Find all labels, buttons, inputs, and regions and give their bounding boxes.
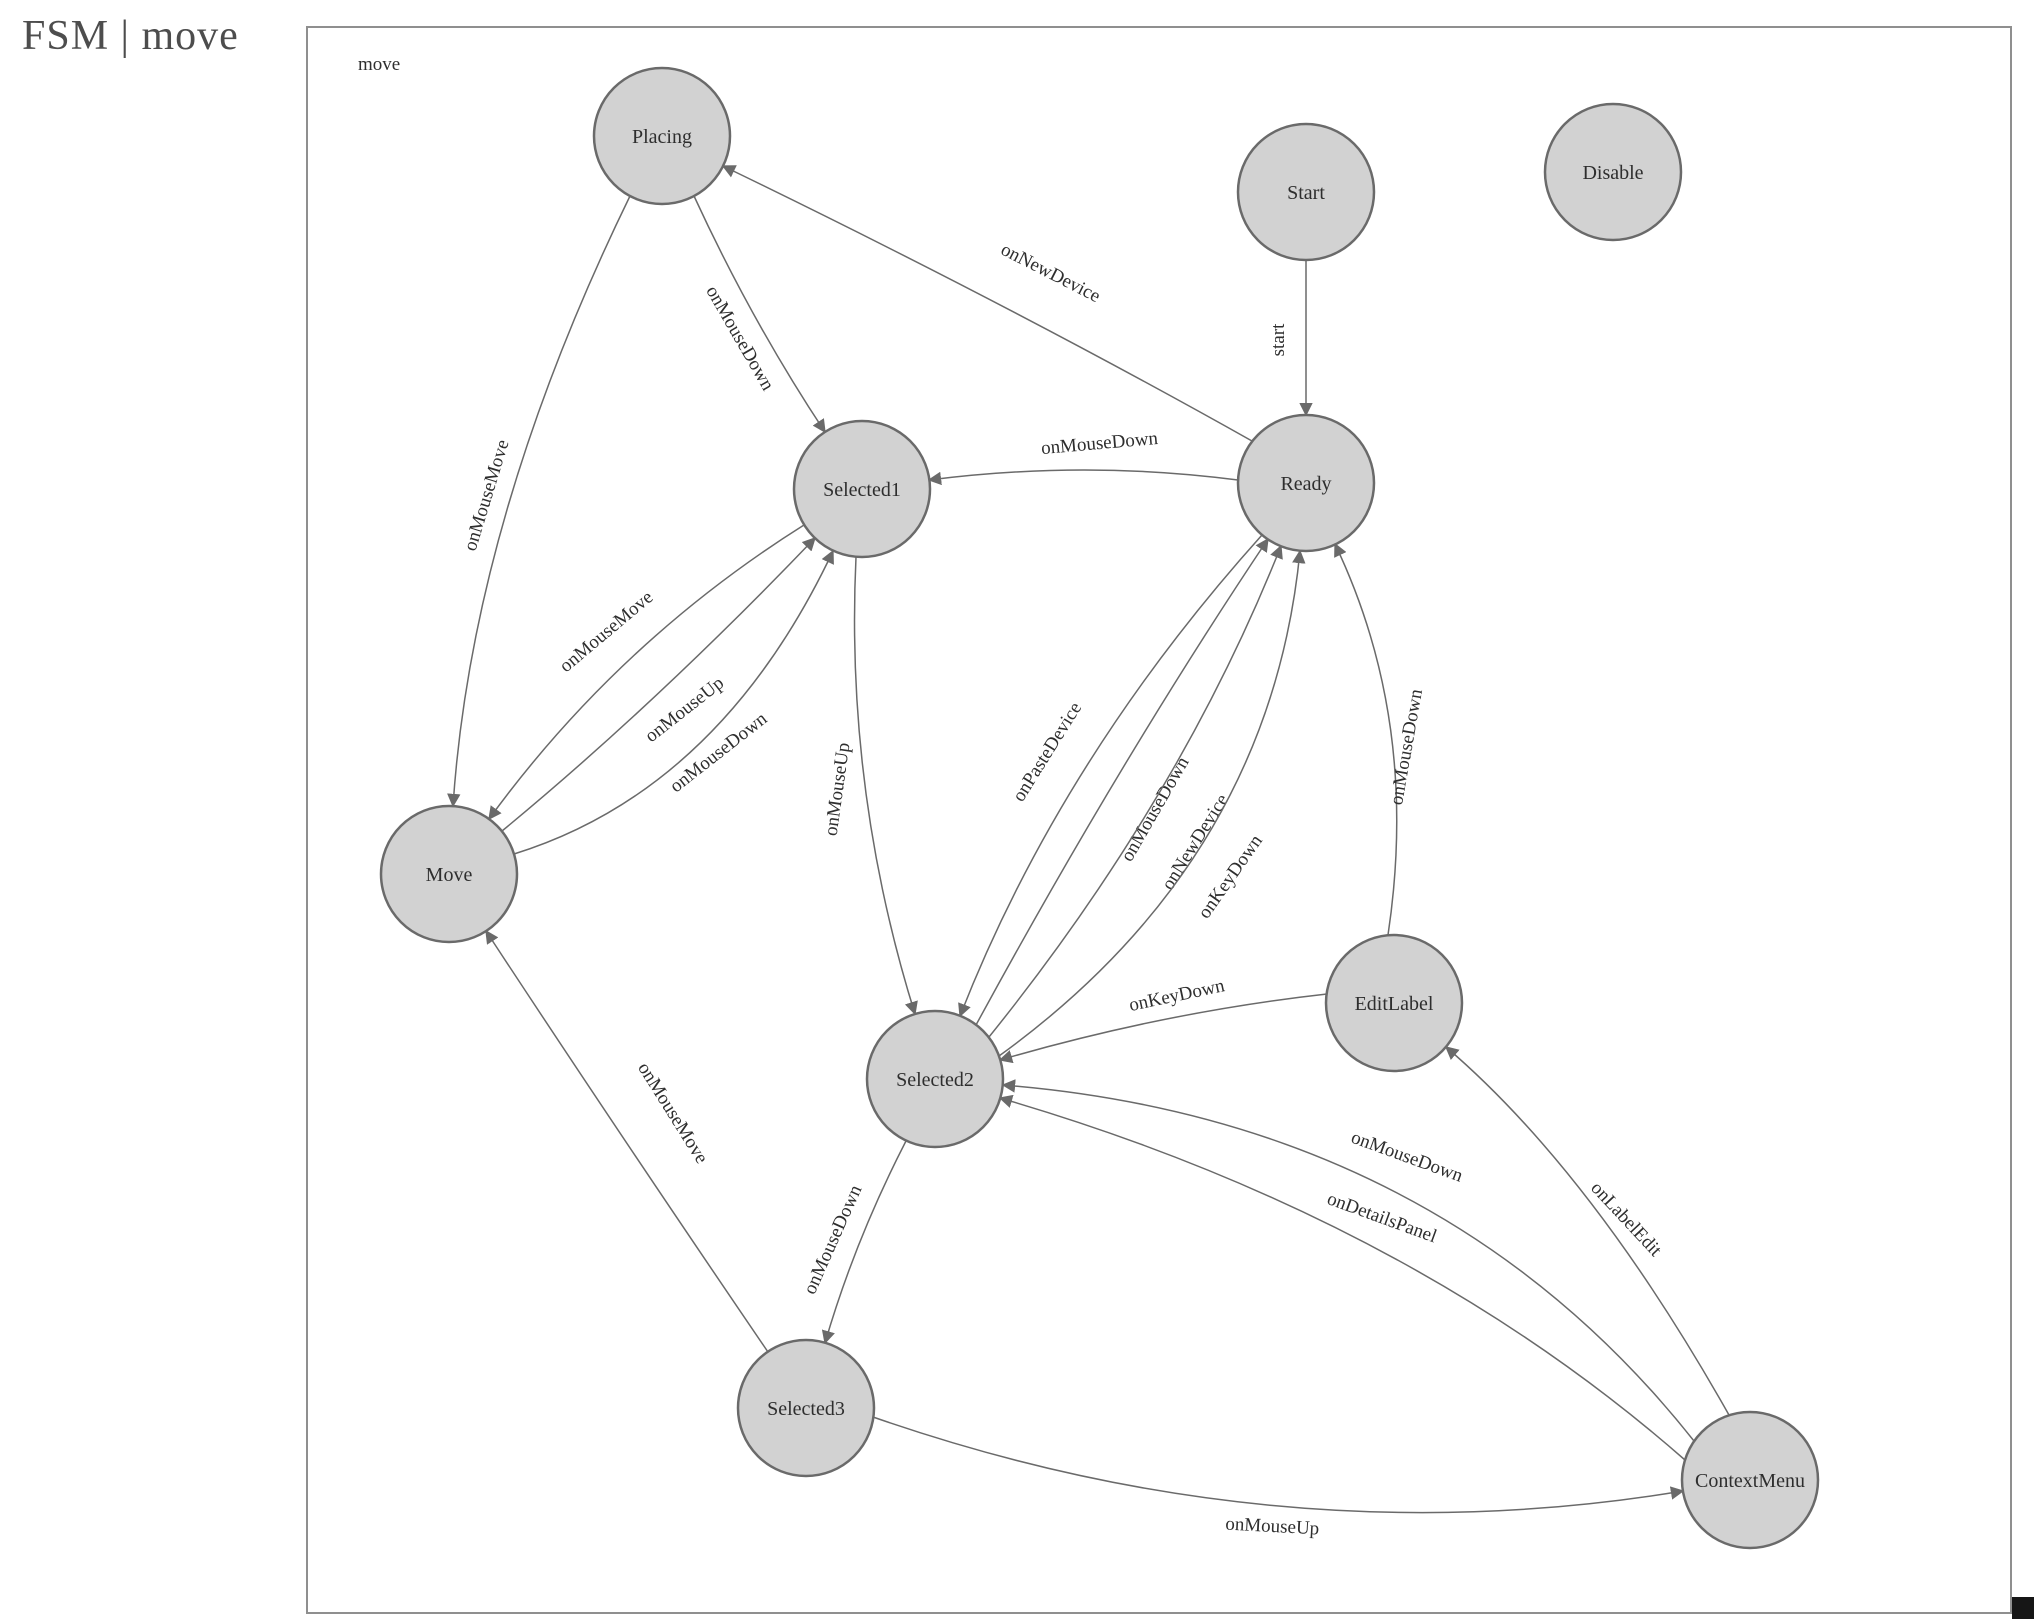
transition-label: onMouseUp [641, 672, 728, 746]
transition-label: onMouseMove [556, 587, 658, 677]
transition-label: onNewDevice [997, 239, 1103, 307]
transition-path [485, 929, 769, 1353]
state-label: Start [1287, 182, 1325, 204]
transition-label: onMouseMove [460, 437, 514, 553]
transition-Placing-Move: onMouseMove [447, 195, 631, 808]
transition-Selected3-ContextMenu: onMouseUp [872, 1416, 1685, 1540]
transition-ContextMenu-EditLabel: onLabelEdit [1444, 1046, 1730, 1416]
page-title: FSM | move [22, 13, 239, 59]
canvas-label: move [358, 54, 401, 75]
state-label: Selected2 [896, 1069, 974, 1091]
state-circle[interactable] [1236, 122, 1376, 262]
state-node-selected2[interactable]: Selected2 [865, 1009, 1005, 1149]
transition-path [853, 556, 918, 1016]
state-label: Selected3 [767, 1398, 845, 1420]
transition-Selected2-Selected3: onMouseDown [800, 1140, 907, 1345]
transition-Placing-Selected1: onMouseDown [693, 195, 826, 434]
transition-path [927, 469, 1239, 486]
state-node-contextmenu[interactable]: ContextMenu [1680, 1410, 1820, 1550]
transition-Selected1-Move: onMouseMove [488, 524, 805, 821]
transition-path [821, 1140, 907, 1345]
state-label: Ready [1280, 473, 1331, 495]
state-circle[interactable] [865, 1009, 1005, 1149]
transition-path [693, 195, 826, 434]
transition-ContextMenu-Selected2: onDetailsPanel [998, 1094, 1686, 1461]
transition-path [975, 537, 1269, 1026]
transition-Ready-Selected2: onPasteDevice [958, 534, 1263, 1018]
transition-label: onMouseMove [633, 1059, 712, 1168]
transition-label: onMouseUp [1225, 1514, 1320, 1540]
transition-path [488, 524, 805, 821]
transition-Move-Selected1: onMouseDown [513, 549, 834, 855]
transition-path [1444, 1046, 1730, 1416]
state-circle[interactable] [792, 419, 932, 559]
state-label: Selected1 [823, 479, 901, 501]
state-circle[interactable] [592, 66, 732, 206]
transition-path [513, 549, 834, 855]
state-circle[interactable] [1236, 413, 1376, 553]
state-circle[interactable] [736, 1338, 876, 1478]
transition-ContextMenu-Selected2: onMouseDown [1001, 1079, 1695, 1442]
state-circle[interactable] [1324, 933, 1464, 1073]
state-node-selected1[interactable]: Selected1 [792, 419, 932, 559]
transition-path [998, 549, 1306, 1057]
transition-path [447, 195, 631, 808]
transition-path [721, 165, 1253, 442]
state-node-ready[interactable]: Ready [1236, 413, 1376, 553]
transition-path [872, 1416, 1685, 1514]
state-node-selected3[interactable]: Selected3 [736, 1338, 876, 1478]
state-node-editlabel[interactable]: EditLabel [1324, 933, 1464, 1073]
transition-Move-Selected1: onMouseUp [501, 537, 816, 832]
state-circle[interactable] [1543, 102, 1683, 242]
transition-path [501, 537, 816, 832]
state-node-placing[interactable]: Placing [592, 66, 732, 206]
transition-path [1334, 542, 1398, 936]
state-label: Move [426, 864, 473, 886]
state-label: Disable [1582, 162, 1643, 184]
transition-label: onLabelEdit [1586, 1178, 1666, 1262]
state-node-move[interactable]: Move [379, 804, 519, 944]
transition-Ready-Selected1: onMouseDown [927, 428, 1239, 486]
state-node-start[interactable]: Start [1236, 122, 1376, 262]
diagram-canvas[interactable]: move [306, 26, 2012, 1614]
transition-Selected3-Move: onMouseMove [485, 929, 769, 1353]
transition-path [998, 1094, 1686, 1461]
resize-handle[interactable] [2012, 1597, 2034, 1619]
transition-path [998, 993, 1328, 1064]
state-circle[interactable] [379, 804, 519, 944]
transition-path [958, 534, 1263, 1018]
transition-label: onPasteDevice [1009, 699, 1087, 806]
transition-Selected1-Selected2: onMouseUp [821, 556, 918, 1016]
transition-label: onMouseDown [1040, 428, 1159, 459]
transition-label: onDetailsPanel [1324, 1188, 1439, 1247]
transition-label: onMouseUp [821, 741, 855, 837]
transition-EditLabel-Ready: onMouseDown [1334, 542, 1427, 936]
transition-path [988, 544, 1283, 1038]
transition-label: start [1268, 323, 1289, 356]
transition-Start-Ready: start [1268, 260, 1313, 417]
transition-Ready-Placing: onNewDevice [721, 165, 1253, 442]
state-circle[interactable] [1680, 1410, 1820, 1550]
transition-label: onMouseDown [800, 1182, 867, 1298]
state-label: Placing [632, 126, 692, 148]
state-label: EditLabel [1355, 993, 1434, 1015]
state-node-disable[interactable]: Disable [1543, 102, 1683, 242]
state-label: ContextMenu [1695, 1470, 1805, 1492]
transition-path [1001, 1079, 1695, 1442]
